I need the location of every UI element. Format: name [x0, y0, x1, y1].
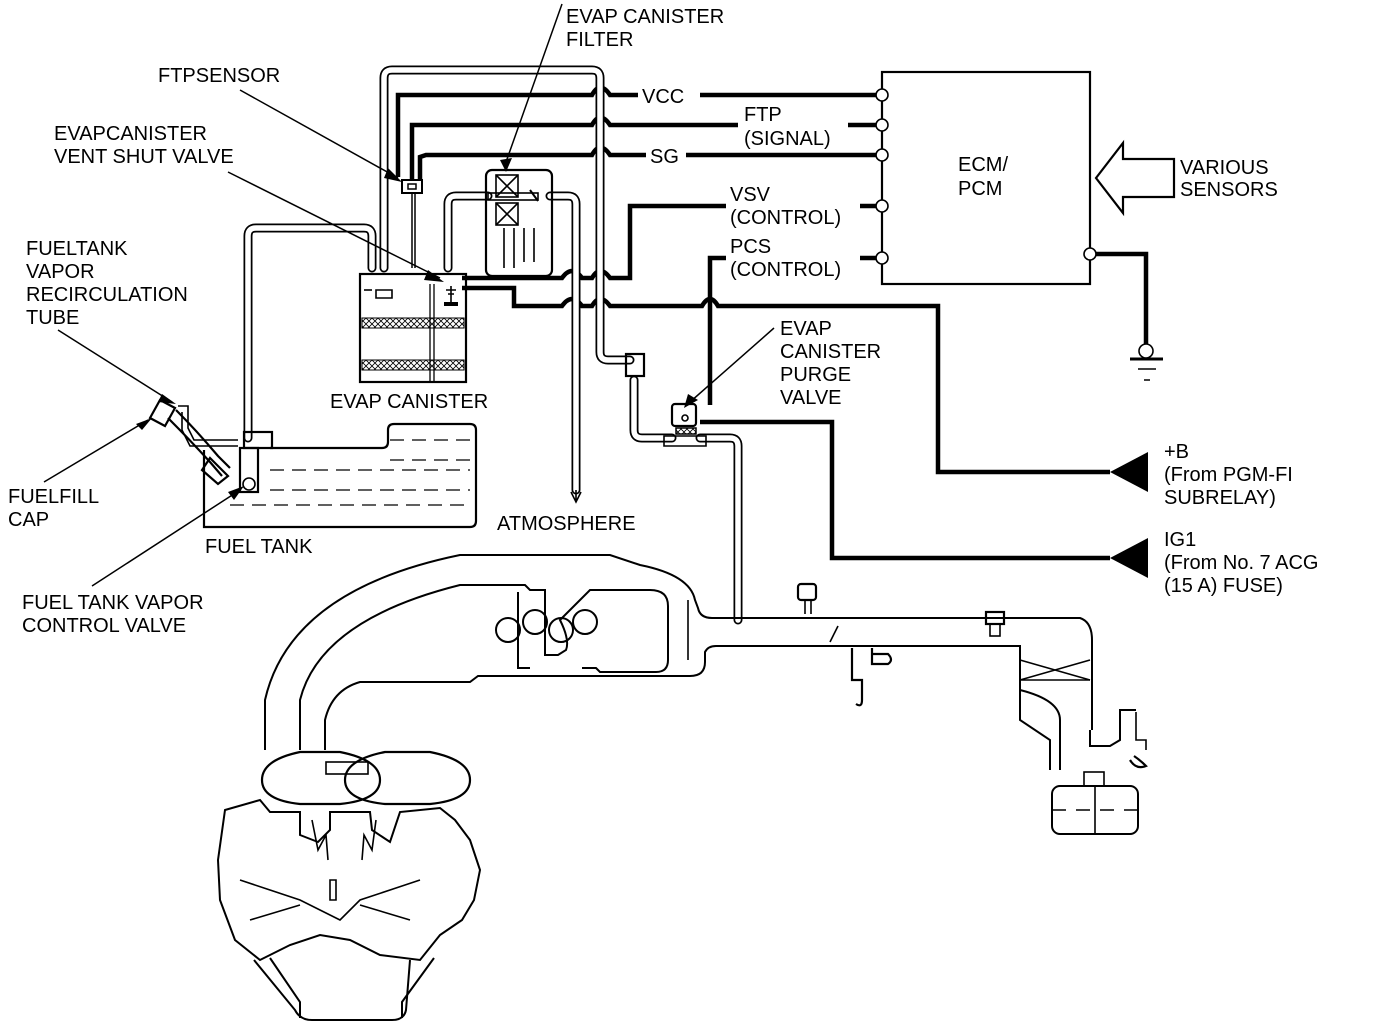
- vapor-control-valve-label-line1: FUEL TANK VAPOR: [22, 592, 204, 614]
- recirc-tube-label-line1: FUELTANK: [26, 238, 128, 260]
- ecm-terminal-vsv: [875, 199, 889, 213]
- vent-valve-label-line1: EVAPCANISTER: [54, 123, 207, 145]
- vent-valve-label-line2: VENT SHUT VALVE: [54, 146, 234, 168]
- vapor-control-valve-label-line2: CONTROL VALVE: [22, 615, 186, 637]
- power-ig1-line1: IG1: [1164, 529, 1196, 551]
- signal-pcs-sub: (CONTROL): [730, 259, 841, 281]
- atmosphere-arrow-icon: [570, 490, 582, 504]
- vsv-wire: [462, 203, 876, 281]
- ecm-label-line1: ECM/: [958, 154, 1008, 176]
- fuel-tank-label: FUEL TANK: [205, 536, 313, 558]
- engine-icon: [216, 750, 482, 1021]
- ig1-wire: [700, 419, 1110, 561]
- signal-sg-label: SG: [650, 146, 679, 168]
- signal-ftp-sub: (SIGNAL): [744, 128, 831, 150]
- fuel-tank-icon: [202, 422, 478, 529]
- evap-canister-filter-icon: [484, 168, 554, 278]
- ground-icon: [1090, 251, 1163, 381]
- power-b-line3: SUBRELAY): [1164, 487, 1276, 509]
- purge-valve-label-line2: CANISTER: [780, 341, 881, 363]
- power-ig1-triangle-icon: [1110, 538, 1148, 578]
- evap-canister-purge-valve-icon: [663, 402, 707, 447]
- vapor-hoses: [243, 65, 743, 625]
- ecm-pcm-box: ECM/ PCM: [880, 70, 1092, 286]
- purge-valve-leader: [689, 327, 775, 403]
- purge-line-connector-icon: [624, 352, 646, 378]
- various-sensors-line2: SENSORS: [1180, 179, 1278, 201]
- evap-canister-label: EVAP CANISTER: [330, 391, 488, 413]
- purge-valve-label-line3: PURGE: [780, 364, 851, 386]
- ecm-ground-terminal: [1083, 247, 1097, 261]
- purge-valve-label-line1: EVAP: [780, 318, 832, 340]
- recirc-tube-leader: [57, 329, 173, 403]
- ecm-terminal-sg: [875, 148, 889, 162]
- filter-label-line1: EVAP CANISTER: [566, 6, 724, 28]
- atmosphere-label: ATMOSPHERE: [497, 513, 636, 535]
- ecm-terminal-ftp: [875, 118, 889, 132]
- power-b-line2: (From PGM-FI: [1164, 464, 1293, 486]
- signal-vcc-label: VCC: [642, 86, 684, 108]
- purge-valve-label-line4: VALVE: [780, 387, 842, 409]
- filter-label-line2: FILTER: [566, 29, 633, 51]
- power-b-line1: +B: [1164, 441, 1189, 463]
- various-sensors-arrow-icon: [1094, 139, 1176, 217]
- power-ig1-line3: (15 A) FUSE): [1164, 575, 1283, 597]
- recirc-tube-label-line3: RECIRCULATION: [26, 284, 188, 306]
- filter-leader: [505, 3, 563, 163]
- fuel-fill-cap-leader: [43, 419, 149, 483]
- signal-vsv-sub: (CONTROL): [730, 207, 841, 229]
- signal-vsv-label: VSV: [730, 184, 771, 206]
- recirc-tube-label-line4: TUBE: [26, 307, 79, 329]
- recirc-tube-label-line2: VAPOR: [26, 261, 95, 283]
- fuel-filler-neck-icon: [148, 398, 238, 486]
- ecm-label-line2: PCM: [958, 178, 1002, 200]
- sg-wire: [417, 145, 876, 180]
- pcs-wire: [707, 255, 876, 405]
- fuel-fill-cap-label-line1: FUELFILL: [8, 486, 99, 508]
- ftp-sensor-leader: [239, 89, 399, 179]
- signal-pcs-label: PCS: [730, 236, 771, 258]
- ftp-sensor-icon: [401, 179, 423, 268]
- intake-manifold-icon: [264, 554, 1148, 835]
- signal-ftp-label: FTP: [744, 104, 782, 126]
- ecm-terminal-pcs: [875, 251, 889, 265]
- various-sensors-line1: VARIOUS: [1180, 157, 1269, 179]
- ftp-sensor-label: FTPSENSOR: [158, 65, 280, 87]
- evap-canister-icon: [358, 272, 468, 384]
- ecm-terminal-vcc: [875, 88, 889, 102]
- power-ig1-line2: (From No. 7 ACG: [1164, 552, 1318, 574]
- power-b-triangle-icon: [1110, 452, 1148, 492]
- vent-valve-leader: [227, 171, 441, 279]
- fuel-fill-cap-label-line2: CAP: [8, 509, 49, 531]
- vapor-control-valve-leader: [91, 489, 241, 587]
